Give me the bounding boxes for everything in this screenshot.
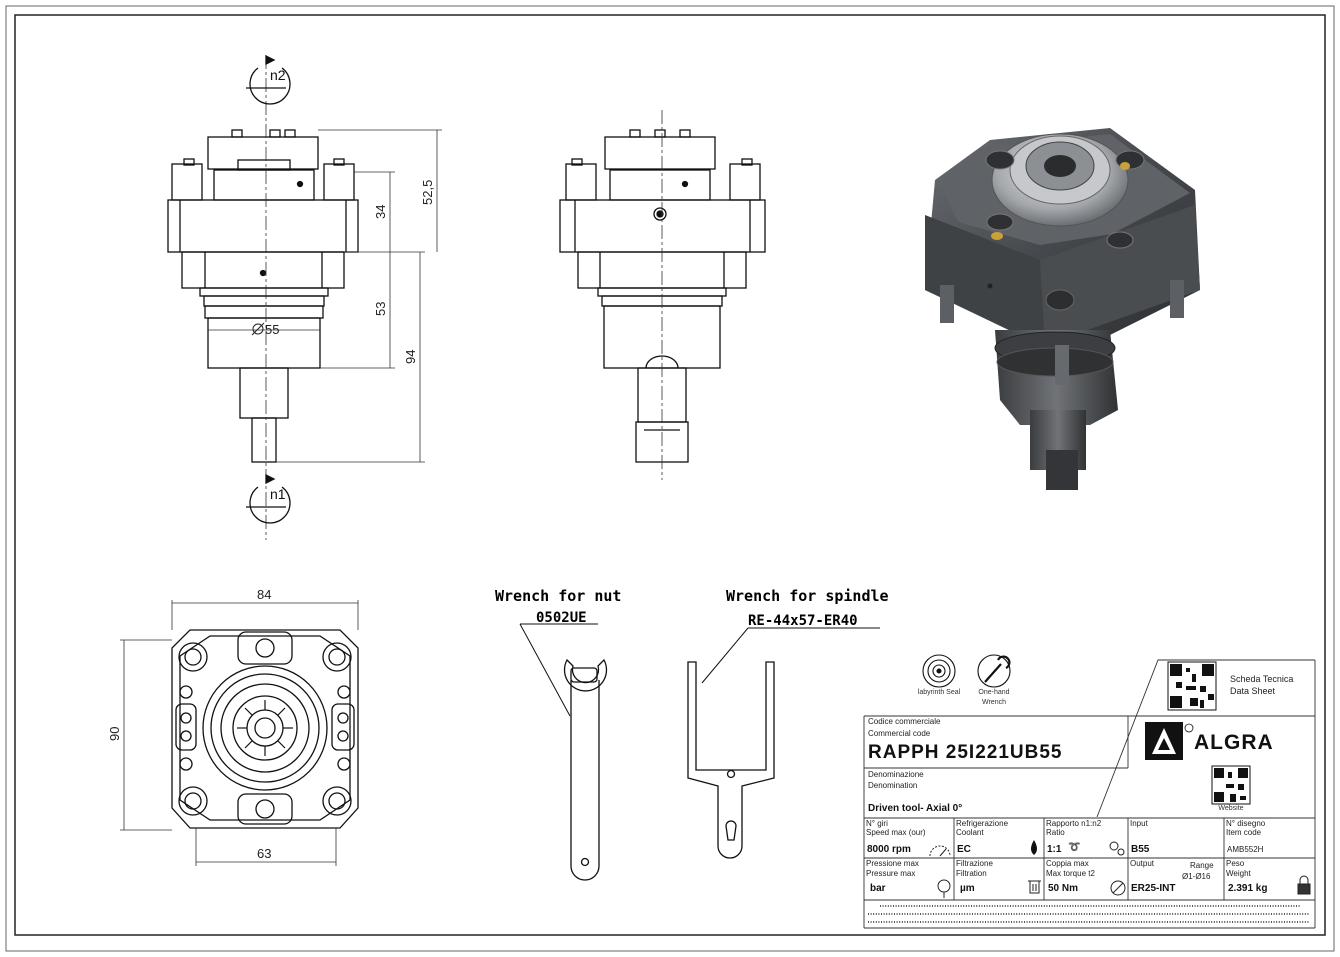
denomination-label-en: Denomination [868,781,918,790]
dim-34: 34 [373,205,388,219]
weight-label-it: Peso [1226,859,1245,868]
coolant-value: EC [957,844,971,855]
commercial-code-value: RAPPH 25I221UB55 [868,742,1063,763]
rotation-n1-label: n1 [270,486,286,502]
dim-diameter-55: 55 [265,322,279,337]
side-view [559,129,766,463]
coolant-label-en: Coolant [956,828,984,837]
filtration-label-en: Filtration [956,869,987,878]
wrench-nut-code: 0502UE [536,610,587,626]
range-value: Ø1-Ø16 [1182,872,1211,881]
wrench-spindle-drawing [687,661,775,859]
wrench-nut-title: Wrench for nut [495,587,621,605]
diameter-symbol [251,322,265,336]
denomination-value: Driven tool- Axial 0° [868,803,963,814]
output-value: ER25-INT [1131,883,1176,894]
torque-label-it: Coppia max [1046,859,1089,868]
algra-brand-name: ALGRA [1194,731,1274,754]
front-dimensions [208,129,442,463]
speed-gauge-icon [929,845,951,857]
range-label: Range [1190,861,1214,870]
pressure-value: bar [870,883,886,894]
drawing-value: AMB552H [1227,845,1264,854]
output-label-it: Output [1130,859,1155,868]
ratio-label-it: Rapporto n1:n2 [1046,819,1102,828]
wrench-nut-drawing [563,658,608,881]
dim-53: 53 [373,302,388,316]
filter-bin-icon [1028,880,1041,894]
algra-logo-icon [1145,722,1194,760]
denomination-label-it: Denominazione [868,770,924,779]
one-hand-wrench-icon [977,654,1011,688]
filtration-label-it: Filtrazione [956,859,993,868]
speed-label-en: Speed max (our) [866,828,926,837]
coolant-drop-icon [1031,840,1037,855]
ratio-direction-icon: ➰ [1068,842,1081,853]
datasheet-label-it: Scheda Tecnica [1230,674,1294,684]
sheet-border [5,5,1335,952]
one-hand-label-2: Wrench [982,699,1006,706]
torque-label-en: Max torque t2 [1046,869,1095,878]
filtration-value: µm [960,883,975,894]
torque-value: 50 Nm [1048,883,1079,894]
rotation-n2-label: n2 [270,67,286,83]
weight-label-en: Weight [1226,869,1251,878]
bottom-view [171,629,359,829]
pressure-label-en: Pressure max [866,869,916,878]
ratio-label-en: Ratio [1046,828,1065,837]
speed-value: 8000 rpm [867,844,911,855]
wrench-spindle-title: Wrench for spindle [726,587,889,605]
dim-52-5: 52,5 [420,180,435,205]
commercial-code-label-it: Codice commerciale [868,717,941,726]
one-hand-label-1: One-hand [978,689,1010,696]
labyrinth-seal-label: labyrinth Seal [917,689,961,696]
product-3d-render [925,128,1200,490]
drawing-label-en: Item code [1226,828,1262,837]
torque-wrench-icon [1110,880,1126,896]
front-view [167,129,359,463]
labyrinth-seal-icon [922,654,956,688]
bottom-dimensions [120,600,359,866]
wrench-spindle-code: RE-44x57-ER40 [748,613,858,629]
speed-label-it: N° giri [866,819,888,828]
title-block-frame [863,659,1316,929]
ratio-value: 1:1 [1047,844,1062,855]
rotation-n2-symbol [246,54,291,105]
weight-lock-icon [1297,875,1311,895]
pressure-label-it: Pressione max [866,859,919,868]
website-label: Website [1218,805,1244,812]
dim-94: 94 [403,350,418,364]
legal-fine-print [868,905,1310,923]
dim-84: 84 [257,587,271,602]
dim-63: 63 [257,846,271,861]
datasheet-label-en: Data Sheet [1230,686,1276,696]
input-label-it: Input [1130,819,1148,828]
input-value: B55 [1131,844,1150,855]
gears-icon [1109,841,1125,856]
leader-lines [519,623,880,717]
weight-value: 2.391 kg [1228,883,1268,894]
datasheet-qr-icon [1167,661,1217,711]
dim-90: 90 [107,727,122,741]
bottom-collet-slots [237,700,293,756]
rotation-n1-symbol [246,473,291,524]
drawing-label-it: N° disegno [1226,819,1266,828]
pressure-gauge-icon [937,879,951,898]
coolant-label-it: Refrigerazione [956,819,1009,828]
website-qr-icon [1211,765,1251,805]
commercial-code-label-en: Commercial code [868,729,931,738]
